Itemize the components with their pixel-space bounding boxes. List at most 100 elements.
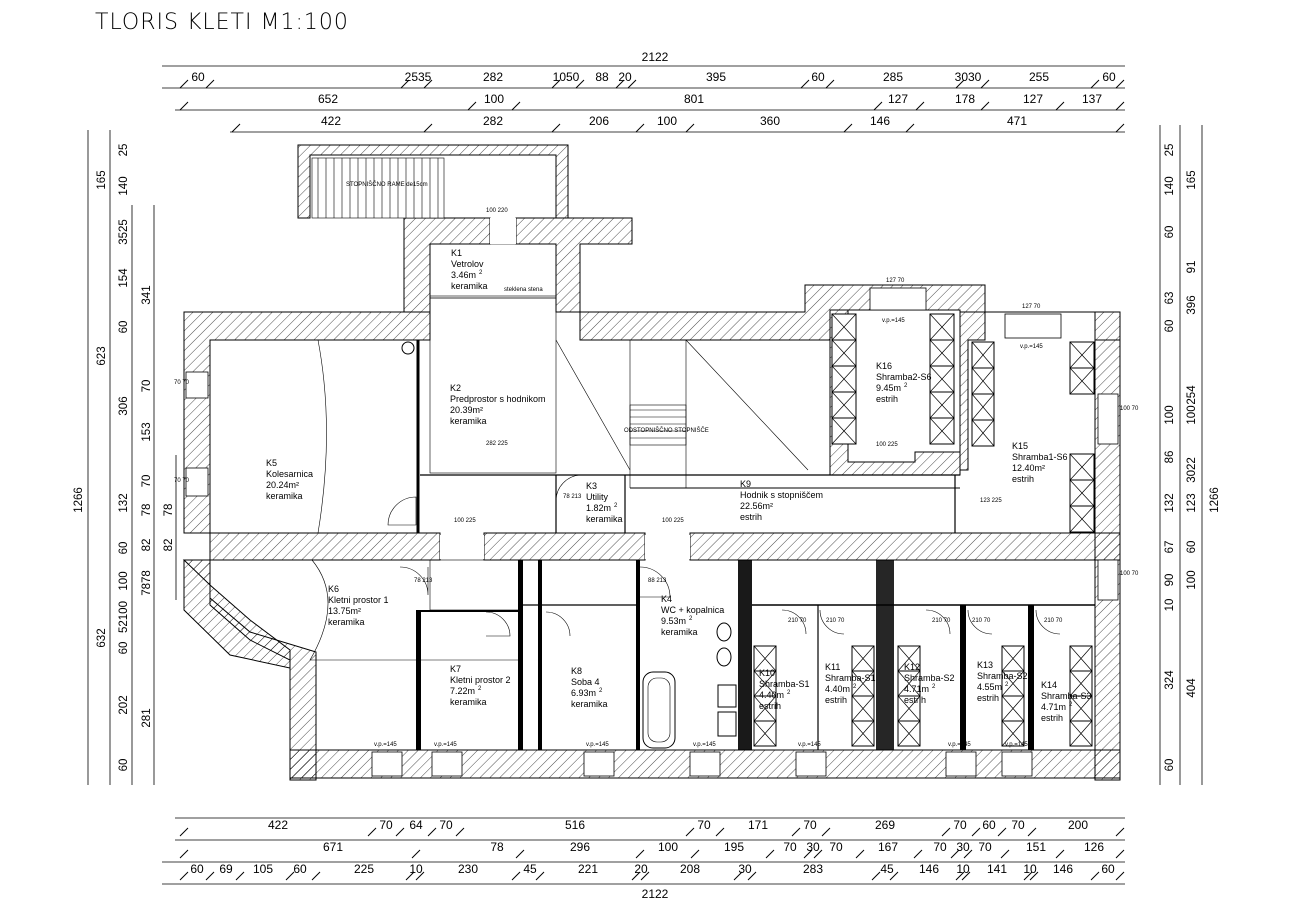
dimension-label: 91	[1186, 261, 1198, 274]
dim-tick	[980, 101, 990, 111]
room-area-sup: 2	[599, 688, 603, 694]
dim-tick	[873, 101, 883, 111]
dimension-label: 78	[490, 840, 504, 854]
dim-tick	[285, 871, 295, 881]
room-floor: keramika	[328, 617, 365, 627]
dimension-label: 422	[268, 818, 288, 832]
dimension-label: 221	[578, 862, 598, 876]
dimension-label: 167	[878, 840, 898, 854]
dim-tick	[615, 79, 625, 89]
dimension-label: 82	[163, 539, 175, 552]
dimension-label: 90	[1164, 574, 1176, 587]
room-id: K3	[586, 481, 597, 491]
dimension-label: 254	[1186, 385, 1198, 405]
dimension-ticks	[179, 79, 1125, 881]
dimension-label: 7878	[141, 570, 153, 596]
room-area: 1.82m	[586, 503, 611, 513]
dimension-label: 70	[978, 840, 992, 854]
dim-tick	[803, 849, 813, 859]
dimension-label: 230	[458, 862, 478, 876]
drawing-title: TLORIS KLETI M1:100	[95, 10, 349, 35]
dimension-label: 341	[141, 285, 153, 304]
dimension-label: 70	[933, 840, 947, 854]
dimension-label: 269	[875, 818, 895, 832]
dimension-label: 632	[96, 628, 108, 647]
window-size-label: 100 70	[1120, 406, 1139, 412]
door-size-label: 210 70	[788, 618, 807, 624]
dim-tick	[179, 79, 189, 89]
dimension-label: 30	[738, 862, 752, 876]
window-sill-label: v.p.=145	[1020, 344, 1043, 350]
stairs	[311, 157, 809, 488]
dimension-label: 60	[190, 862, 204, 876]
dimension-label: 404	[1186, 678, 1198, 698]
window-sill-label: v.p.=145	[693, 742, 716, 748]
dimension-label: 127	[1023, 92, 1043, 106]
window-sill-label: v.p.=145	[948, 742, 971, 748]
dim-tick	[551, 123, 561, 133]
dim-tick	[1115, 123, 1125, 133]
dimension-label: 70	[1011, 818, 1025, 832]
dimension-label: 52100	[118, 601, 130, 633]
room-name: Hodnik s stopniščem	[740, 490, 823, 500]
dimension-label: 70	[953, 818, 967, 832]
dimension-label: 100	[657, 114, 677, 128]
dim-tick	[1115, 827, 1125, 837]
room-area: 9.45m	[876, 383, 901, 393]
dim-tick	[889, 871, 899, 881]
room-id: K1	[451, 248, 462, 258]
dimension-label: 165	[96, 170, 108, 189]
dimension-label: 3022	[1186, 457, 1198, 483]
dimension-label: 652	[318, 92, 338, 106]
room-area-sup: 2	[904, 383, 908, 389]
dimension-total-right: 1266	[1209, 487, 1221, 513]
room-area-sup: 2	[1005, 682, 1009, 688]
dim-tick	[205, 79, 215, 89]
windows	[185, 218, 1119, 777]
dim-tick	[311, 871, 321, 881]
dimension-label: 20	[618, 70, 632, 84]
room-area: 6.93m	[571, 688, 596, 698]
dimension-label: 88	[595, 70, 609, 84]
dimension-label: 60	[118, 321, 130, 334]
dim-tick	[1055, 849, 1065, 859]
dimension-label: 60	[1101, 862, 1115, 876]
dimension-label: 396	[1186, 295, 1198, 314]
room-id: K13	[977, 660, 993, 670]
dim-tick	[1115, 849, 1125, 859]
dim-tick	[955, 79, 965, 89]
dim-tick	[1027, 827, 1037, 837]
dimension-label: 78	[163, 504, 175, 517]
dim-tick	[825, 79, 835, 89]
dimension-label: 801	[684, 92, 704, 106]
dimension-label: 63	[1164, 292, 1176, 305]
dim-tick	[535, 871, 545, 881]
dimension-label: 64	[409, 818, 423, 832]
dimension-label: 178	[955, 92, 975, 106]
room-id: K6	[328, 584, 339, 594]
dim-tick	[800, 79, 810, 89]
door-size-label: 78 213	[563, 494, 582, 500]
room-area-sup: 2	[1069, 702, 1073, 708]
window-sill-label: v.p.=145	[798, 742, 821, 748]
room-name: Shramba-S3	[1041, 691, 1092, 701]
dimension-label: 146	[1053, 862, 1073, 876]
window-sill-label: v.p.=145	[882, 318, 905, 324]
dimension-label: 100	[484, 92, 504, 106]
dim-tick	[1090, 871, 1100, 881]
dim-tick	[1090, 79, 1100, 89]
room-name: Kletni prostor 1	[328, 595, 389, 605]
dimension-label: 306	[118, 396, 130, 415]
dimension-label: 296	[570, 840, 590, 854]
dimension-label: 516	[565, 818, 585, 832]
dimension-label: 100	[1186, 405, 1198, 424]
dim-tick	[791, 827, 801, 837]
room-area: 13.75m²	[328, 606, 361, 616]
